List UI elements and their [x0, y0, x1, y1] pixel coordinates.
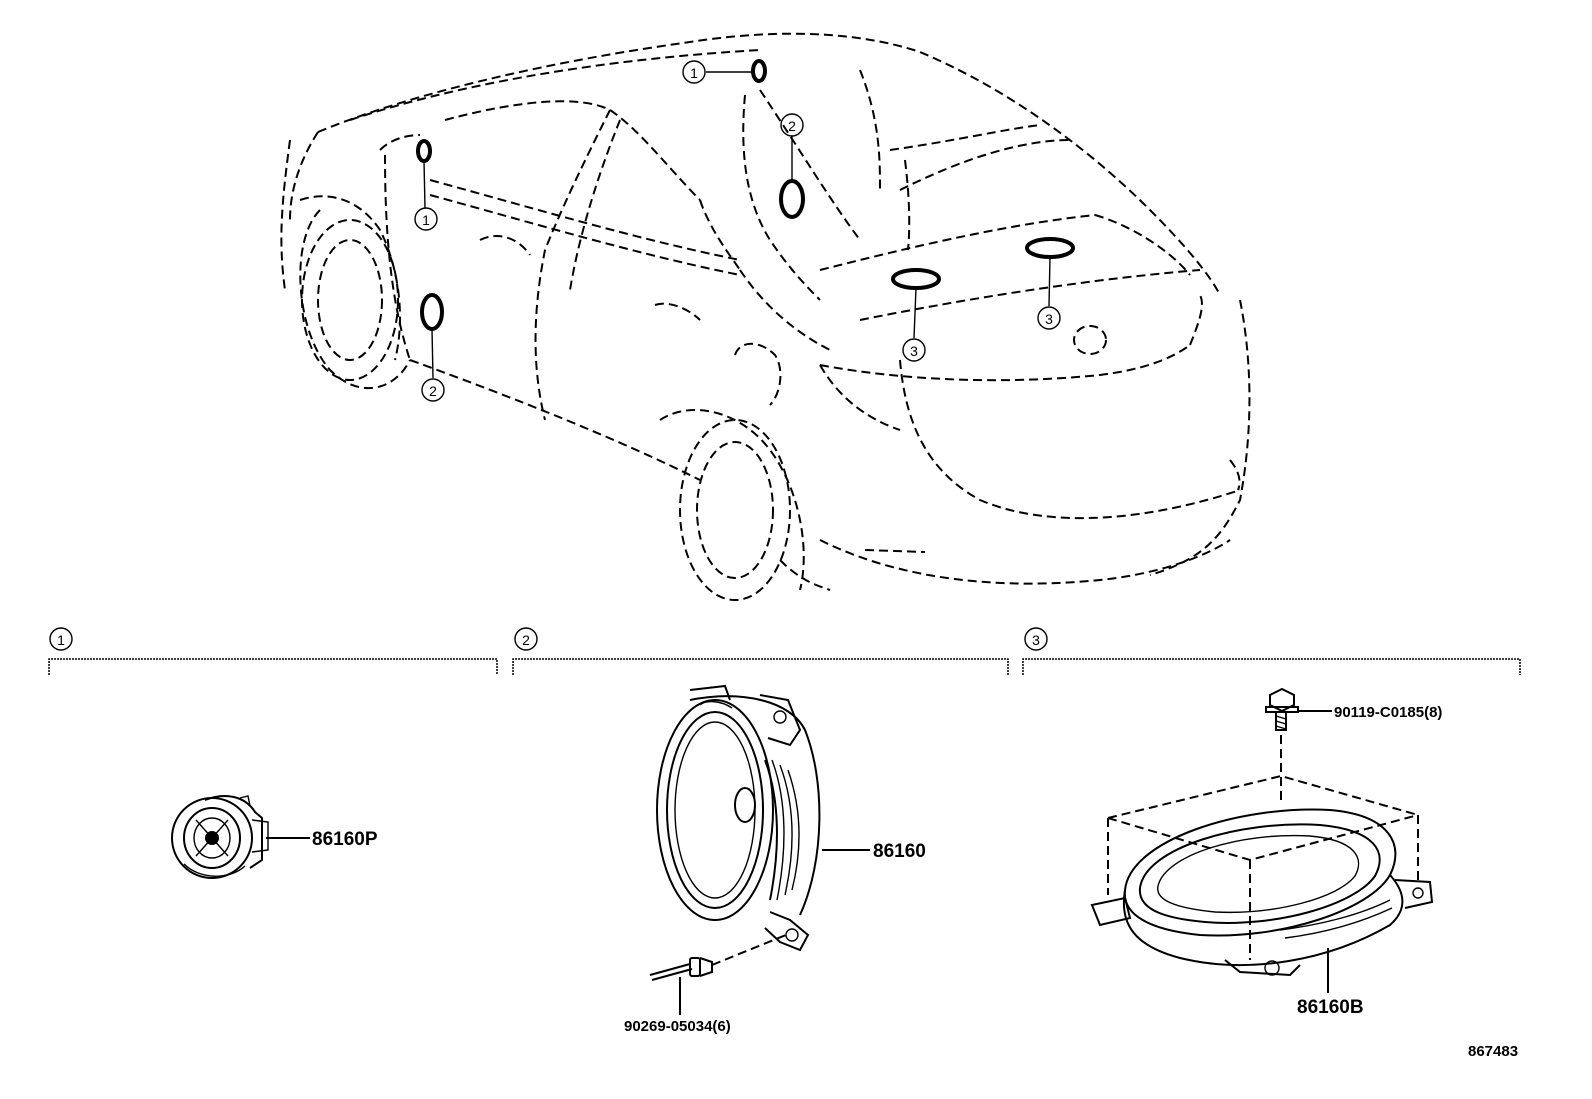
rivet-illustration	[649, 957, 713, 981]
tweeter-ring-front	[416, 139, 432, 163]
callout-2a-number: 2	[429, 383, 437, 399]
speaker-location-rings	[416, 59, 1075, 331]
rear-speaker-illustration	[1090, 808, 1434, 977]
part-label-86160: 86160	[873, 841, 926, 862]
screw-illustration	[1265, 687, 1299, 731]
rear-speaker-ring-left	[891, 268, 941, 290]
section-3-number: 3	[1032, 632, 1040, 648]
part-label-90269-05034: 90269-05034(6)	[624, 1018, 731, 1035]
callout-2b: 2	[780, 113, 804, 137]
callout-3b-number: 3	[1045, 311, 1053, 327]
door-speaker-ring-front	[420, 293, 444, 331]
callout-3a: 3	[902, 338, 926, 362]
callout-1a: 1	[414, 207, 438, 231]
tweeter-ring-rear	[751, 59, 767, 83]
part-label-86160p: 86160P	[312, 829, 378, 850]
callout-leaders	[423, 71, 1051, 379]
section-3-header: 3	[1022, 627, 1521, 675]
callout-1b-number: 1	[690, 65, 698, 81]
callout-2a: 2	[421, 378, 445, 402]
callout-3a-number: 3	[910, 343, 918, 359]
car-illustration	[280, 32, 1251, 601]
tweeter-illustration	[171, 795, 269, 879]
section-1-number: 1	[57, 632, 65, 648]
section-2-number: 2	[522, 632, 530, 648]
callout-3b: 3	[1037, 306, 1061, 330]
callout-2b-number: 2	[788, 118, 796, 134]
part-label-86160b: 86160B	[1297, 997, 1364, 1018]
part-label-90119-c0185: 90119-C0185(8)	[1334, 704, 1442, 721]
rear-speaker-ring-right	[1025, 237, 1075, 259]
section-2-header: 2	[512, 627, 1009, 675]
rivet-dash-line	[711, 934, 787, 966]
diagram-id: 867483	[1468, 1043, 1518, 1060]
mount-plane-dashes	[1107, 774, 1419, 960]
section-1-header: 1	[48, 627, 498, 675]
door-speaker-ring-rear	[779, 179, 805, 219]
callout-1a-number: 1	[422, 212, 430, 228]
callout-1b: 1	[682, 60, 706, 84]
front-speaker-illustration	[656, 684, 821, 952]
